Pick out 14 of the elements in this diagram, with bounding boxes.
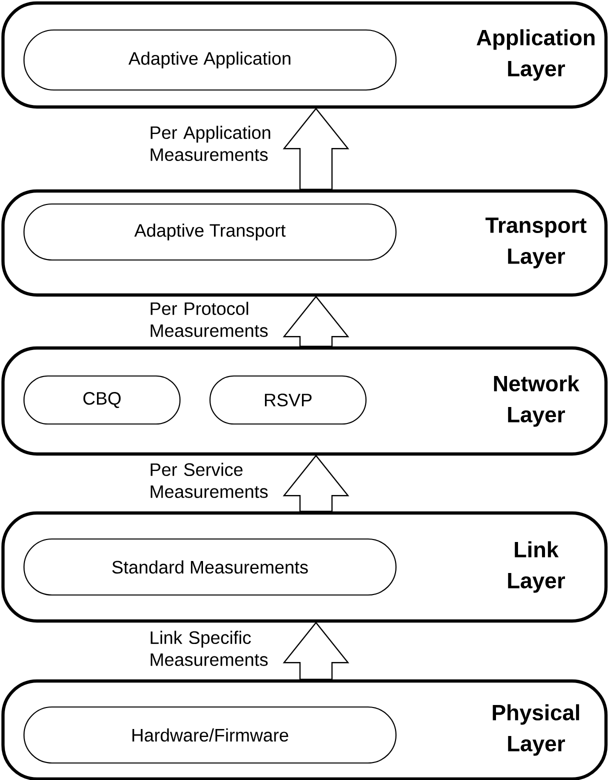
edge-label: Per Protocol Measurements: [148, 301, 278, 338]
layer-component-pill: Adaptive Application: [23, 29, 397, 91]
layer-component-pill: Hardware/Firmware: [23, 706, 397, 764]
block-arrow: [282, 622, 350, 680]
layer-component-pill: Adaptive Transport: [23, 203, 397, 261]
block-arrow: [282, 108, 350, 190]
block-arrow: [282, 296, 350, 347]
layer-component-pill: CBQ: [23, 375, 181, 425]
layer-component-pill: RSVP: [209, 375, 367, 425]
edge-label: Link Specific Measurements: [148, 630, 278, 667]
edge-label: Per Service Measurements: [148, 462, 278, 499]
edge-label: Per Application Measurements: [148, 125, 278, 162]
layer-component-pill: Standard Measurements: [23, 538, 397, 596]
block-arrow: [282, 454, 350, 512]
